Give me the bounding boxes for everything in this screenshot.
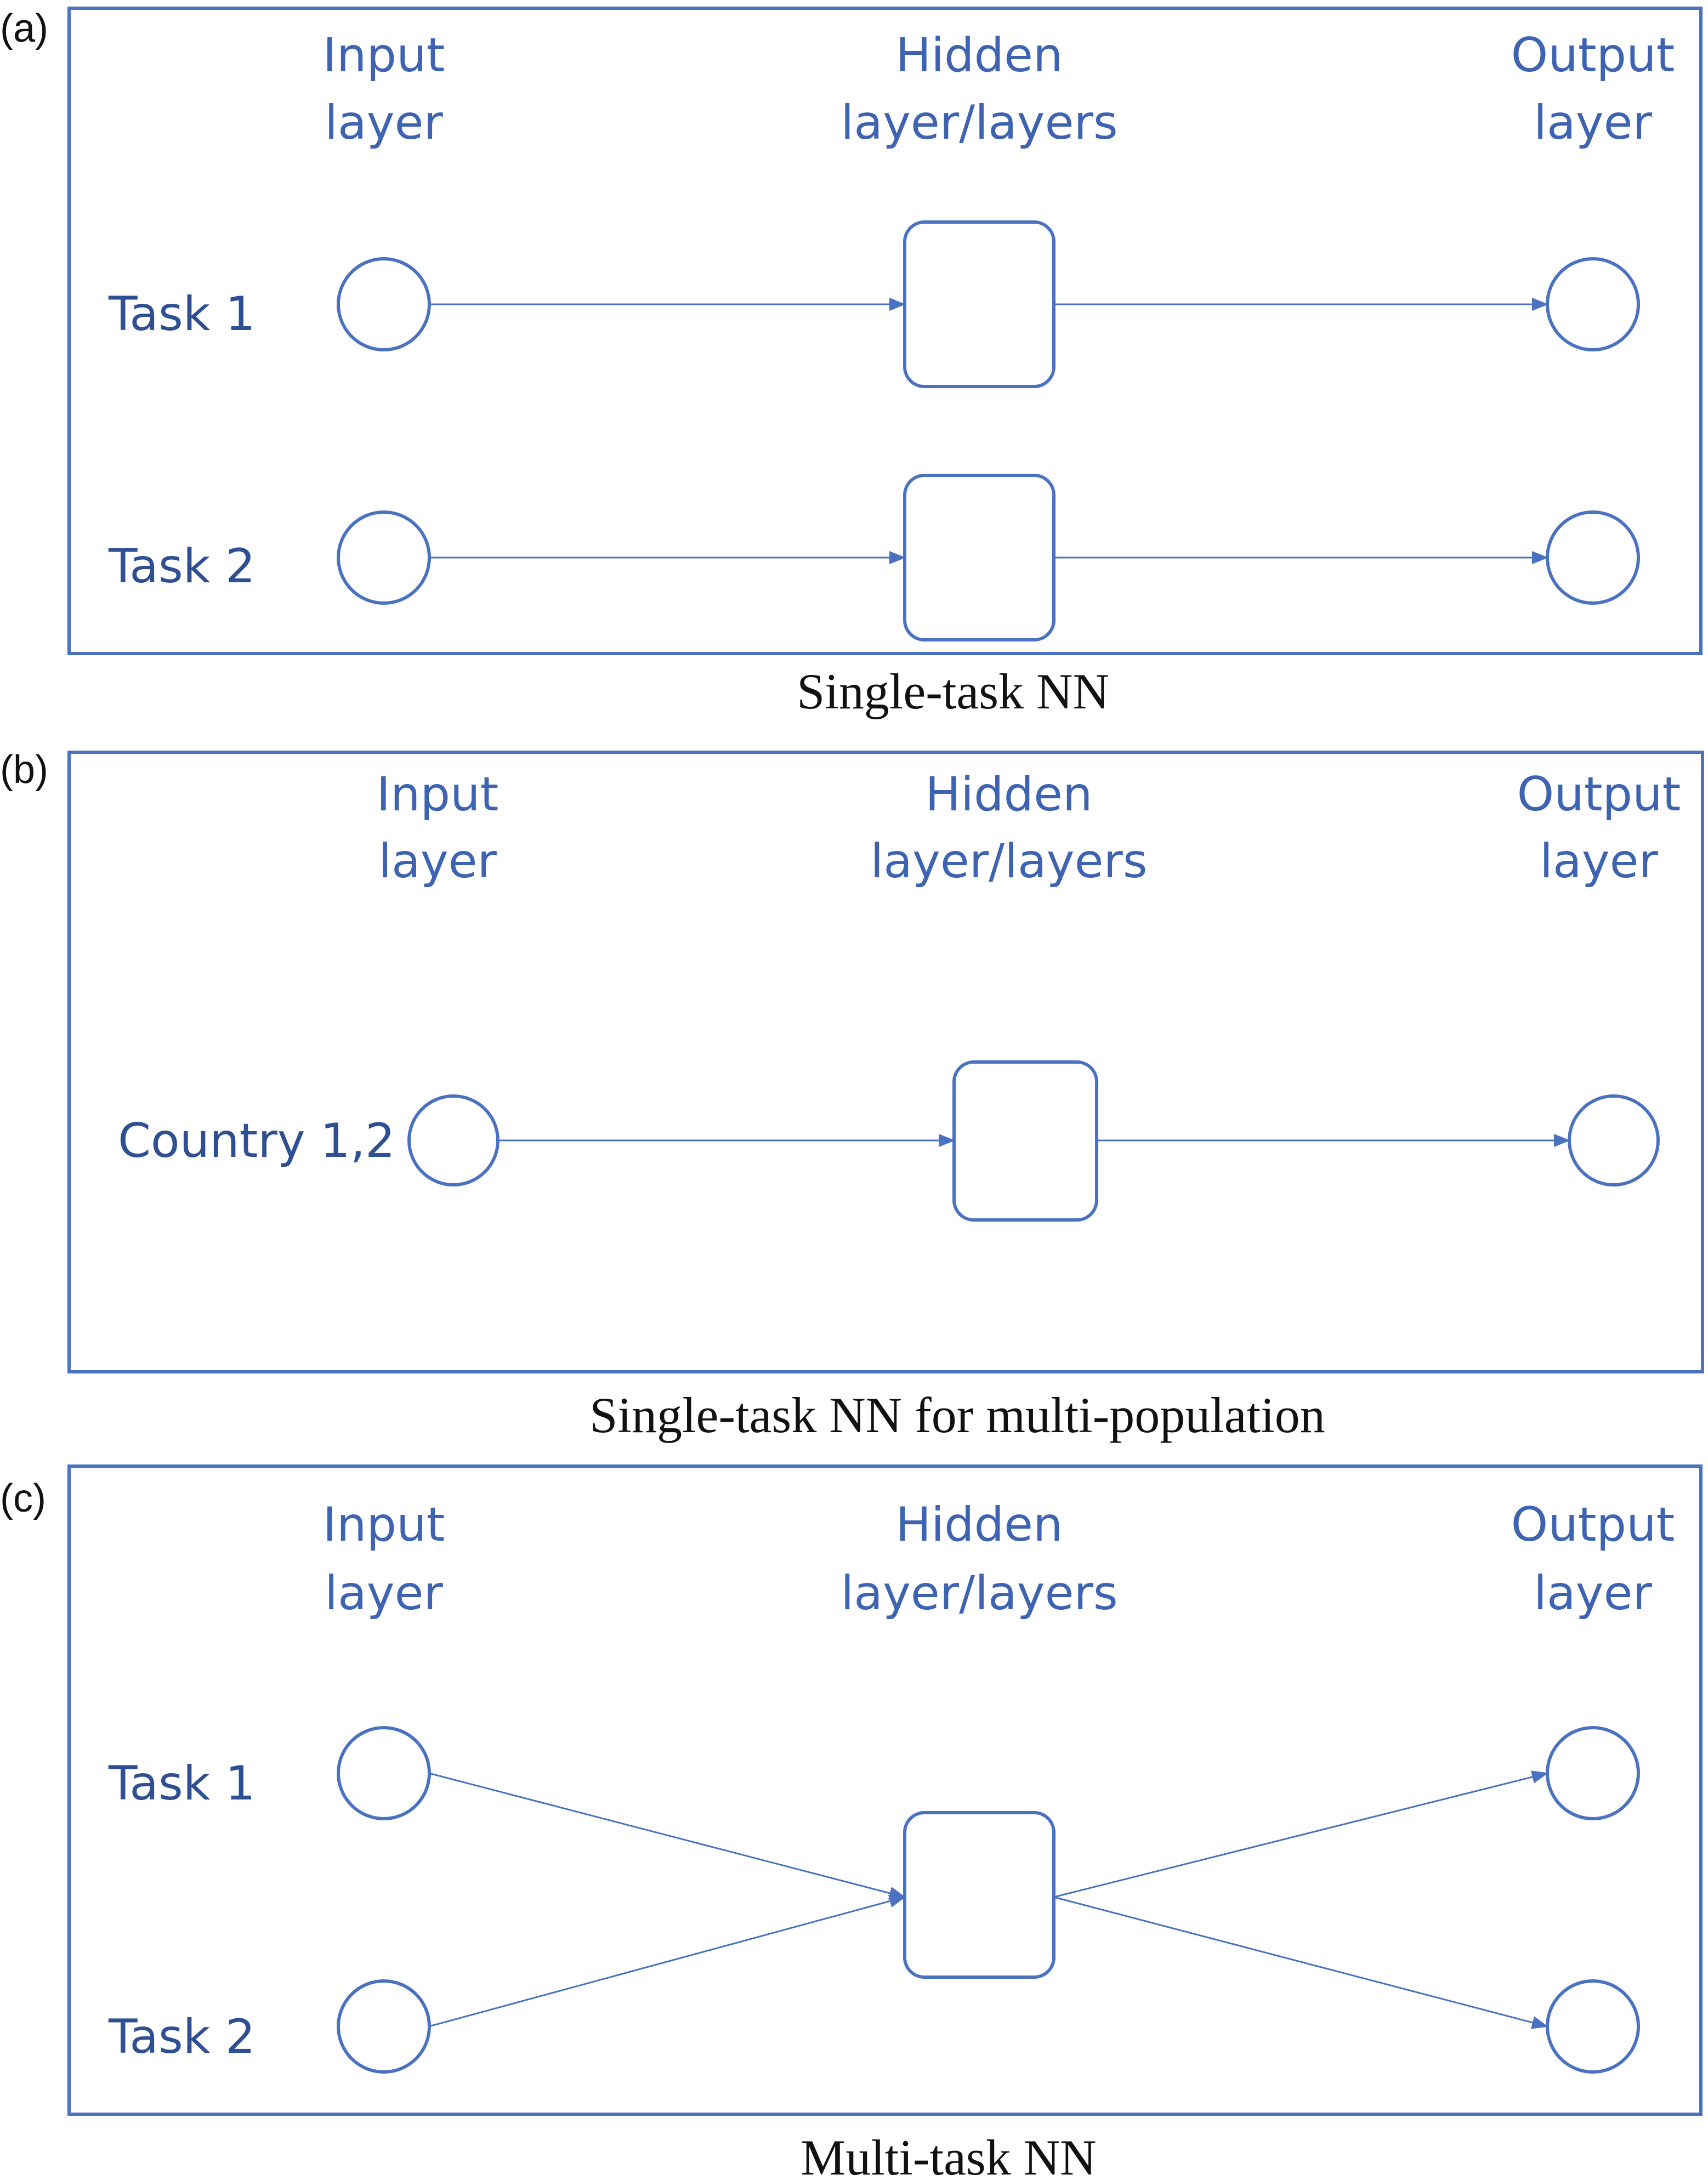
input-node xyxy=(337,1979,431,2074)
panel-letter: (a) xyxy=(0,7,48,50)
hidden-layer-box xyxy=(952,1060,1098,1222)
hidden-layer-header-line1: Hidden xyxy=(925,767,1092,822)
panel-c: (c) Input layer Hidden layer/layers Outp… xyxy=(0,1464,1703,2180)
panel-caption: Single-task NN xyxy=(797,663,1109,719)
row-label-task-2: Task 2 xyxy=(108,2009,256,2064)
panel-frame xyxy=(67,1464,1703,2116)
panel-caption: Multi-task NN xyxy=(801,2130,1096,2180)
hidden-layer-box xyxy=(903,474,1056,641)
panel-caption: Single-task NN for multi-population xyxy=(589,1387,1325,1443)
row-label-task-1: Task 1 xyxy=(108,287,256,342)
input-layer-header-line2: layer xyxy=(325,95,443,150)
input-layer-header-line2: layer xyxy=(378,834,497,889)
input-node xyxy=(337,257,431,351)
output-layer-header-line1: Output xyxy=(1511,28,1675,83)
hidden-layer-header-line1: Hidden xyxy=(895,1497,1063,1552)
edge-hidden-to-output-1 xyxy=(1053,1770,1548,1898)
input-layer-header-line1: Input xyxy=(377,767,499,822)
input-node xyxy=(337,510,431,605)
hidden-layer-box xyxy=(903,220,1056,388)
output-layer-header-line1: Output xyxy=(1517,767,1681,822)
output-node xyxy=(1546,510,1640,605)
output-node xyxy=(1546,1726,1640,1820)
input-layer-header-line1: Input xyxy=(323,1497,445,1552)
panel-a: (a) Input layer Hidden layer/layers Outp… xyxy=(0,7,1703,719)
hidden-layer-header-line2: layer/layers xyxy=(841,1566,1117,1621)
row-label-task-2: Task 2 xyxy=(108,539,256,594)
edge-input-2-to-hidden xyxy=(428,1894,906,2028)
panel-b: (b) Input layer Hidden layer/layers Outp… xyxy=(0,748,1704,1443)
input-node xyxy=(337,1726,431,1820)
panel-frame xyxy=(67,7,1703,655)
row-label-country-1-2: Country 1,2 xyxy=(118,1114,395,1168)
hidden-layer-box xyxy=(903,1811,1056,1979)
output-layer-header-line2: layer xyxy=(1534,1566,1652,1621)
hidden-layer-header-line2: layer/layers xyxy=(870,834,1147,889)
row-label-task-1: Task 1 xyxy=(108,1756,256,1811)
hidden-layer-header-line2: layer/layers xyxy=(841,95,1117,150)
output-node xyxy=(1546,257,1640,351)
output-node xyxy=(1546,1979,1640,2074)
output-layer-header-line2: layer xyxy=(1534,95,1652,150)
hidden-layer-header-line1: Hidden xyxy=(895,28,1063,83)
output-node xyxy=(1568,1094,1660,1186)
panel-letter: (b) xyxy=(0,748,48,792)
panel-letter: (c) xyxy=(0,1477,46,1520)
input-layer-header-line1: Input xyxy=(323,28,445,83)
edge-input-1-to-hidden xyxy=(428,1772,906,1900)
edge-hidden-to-output-2 xyxy=(1053,1896,1548,2029)
panel-frame xyxy=(67,751,1704,1373)
input-node xyxy=(407,1094,500,1186)
input-layer-header-line2: layer xyxy=(325,1566,443,1621)
output-layer-header-line1: Output xyxy=(1511,1497,1675,1552)
output-layer-header-line2: layer xyxy=(1540,834,1658,889)
